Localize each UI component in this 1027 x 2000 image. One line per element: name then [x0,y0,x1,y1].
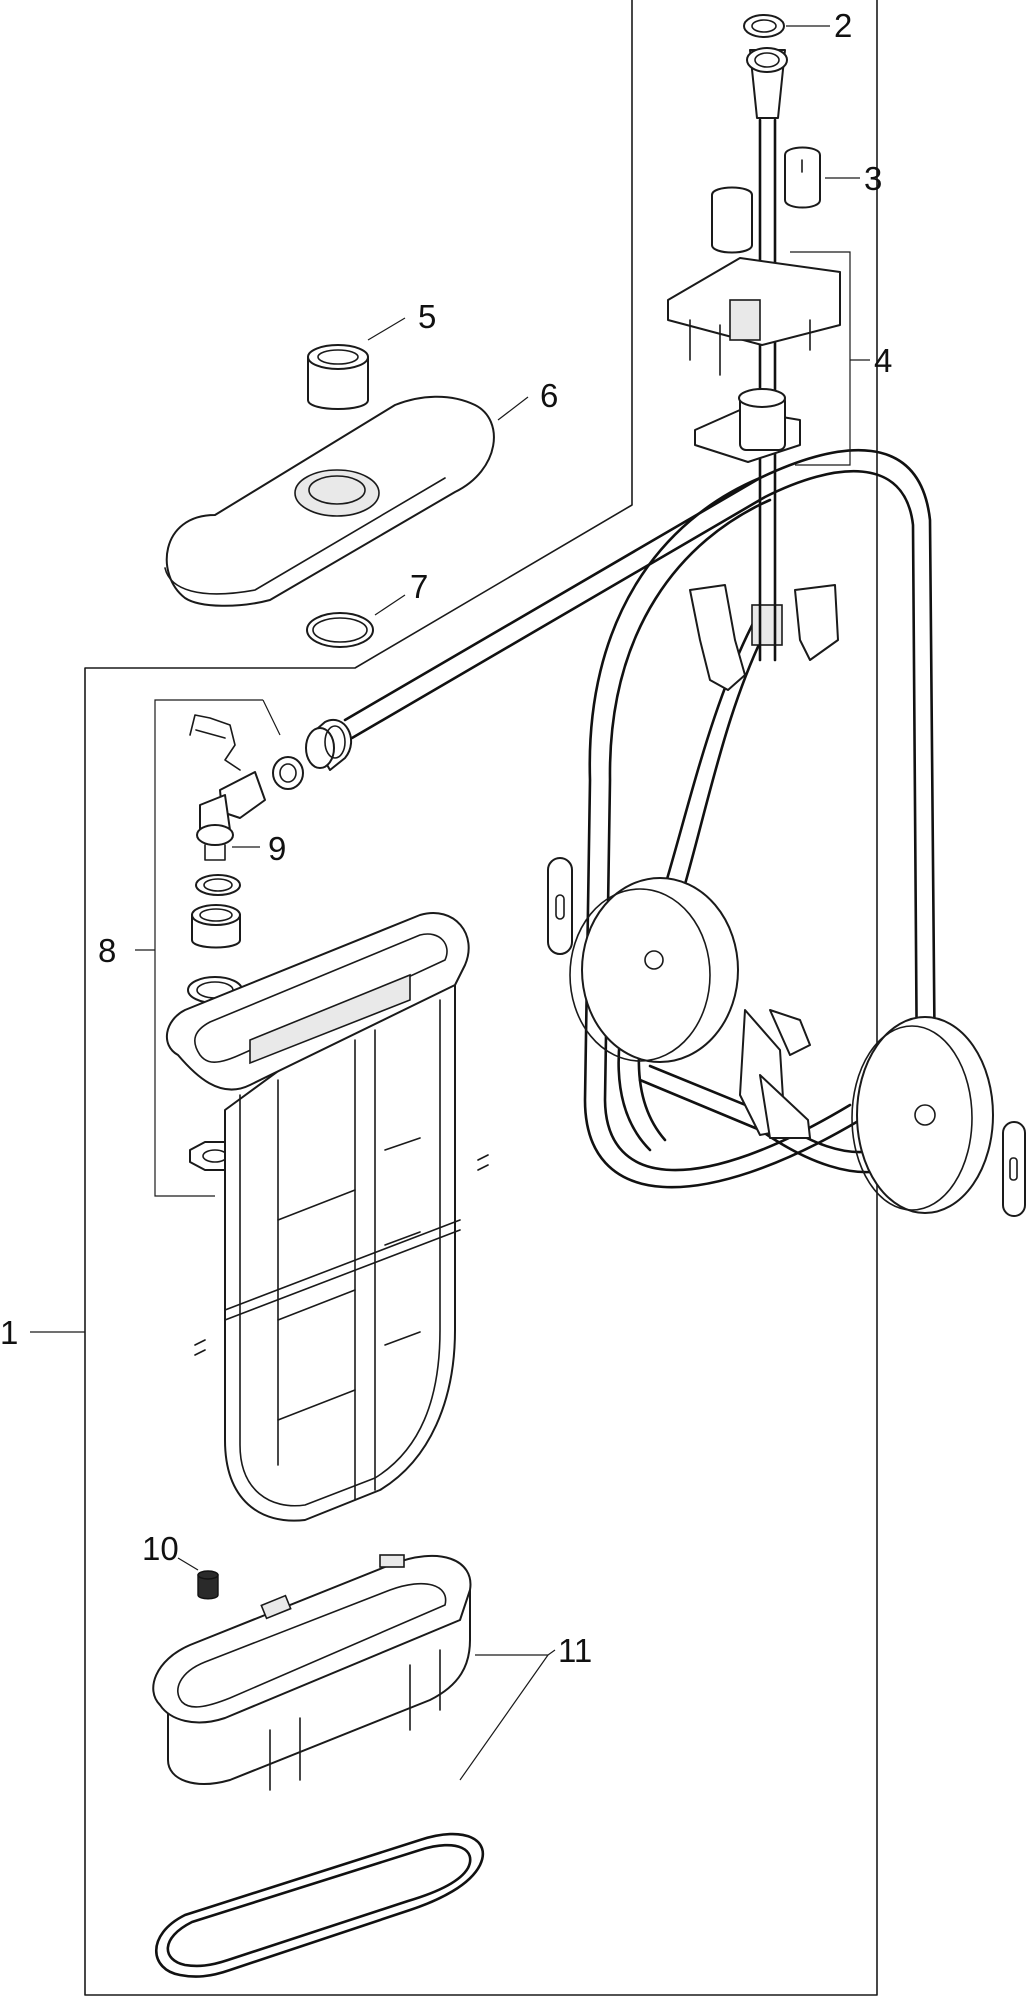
callout-labels: 1 2 3 4 5 6 7 8 9 10 11 [0,7,892,1669]
callout-10: 10 [142,1530,179,1567]
callout-4-bracket [790,251,870,466]
spacer-tab-left [547,857,573,955]
housing-body [165,912,489,1522]
callout-8: 8 [98,932,116,969]
hose-clip-upper [689,584,839,691]
part-8-union-nut [191,904,241,949]
callout-10-leader [177,1557,199,1571]
part-9-elbow-fitting [196,771,266,861]
part-8-washer [272,756,304,790]
callout-5: 5 [418,298,436,335]
callout-2: 2 [834,7,852,44]
part-7-o-ring [306,612,374,648]
hose-connector [305,719,352,771]
part-11-gasket [155,1832,485,1978]
part-6-cover-plate [164,395,495,607]
callout-9: 9 [268,830,286,867]
part-8-seal-upper [195,874,241,896]
part-3-sleeve [711,146,821,254]
shower-hose-shaft [746,47,788,662]
callout-11: 11 [558,1632,592,1669]
callout-11-leader [459,1649,556,1781]
callout-6: 6 [540,377,558,414]
part-4-hose-guide [667,257,841,463]
part-11-installation-box [152,1554,472,1791]
callout-3: 3 [864,160,882,197]
part-10-cartridge [197,1570,219,1600]
callout-4: 4 [874,342,892,379]
part-2-seal-ring [743,14,785,38]
part-8-clip-spring [189,714,241,771]
callout-1: 1 [0,1314,18,1351]
callout-6-leader [497,396,529,421]
callout-7: 7 [410,568,428,605]
hose-clip-lower [739,1009,811,1139]
counterweight-disc-left [569,877,739,1063]
spacer-tab-right [1002,1121,1026,1217]
callout-5-leader [367,317,406,341]
counterweight-disc-right [851,1016,994,1214]
assembly-1-frame [84,0,878,1996]
callout-7-leader [374,594,406,616]
callout-8-bracket [135,699,281,1197]
part-5-nut [307,344,369,410]
